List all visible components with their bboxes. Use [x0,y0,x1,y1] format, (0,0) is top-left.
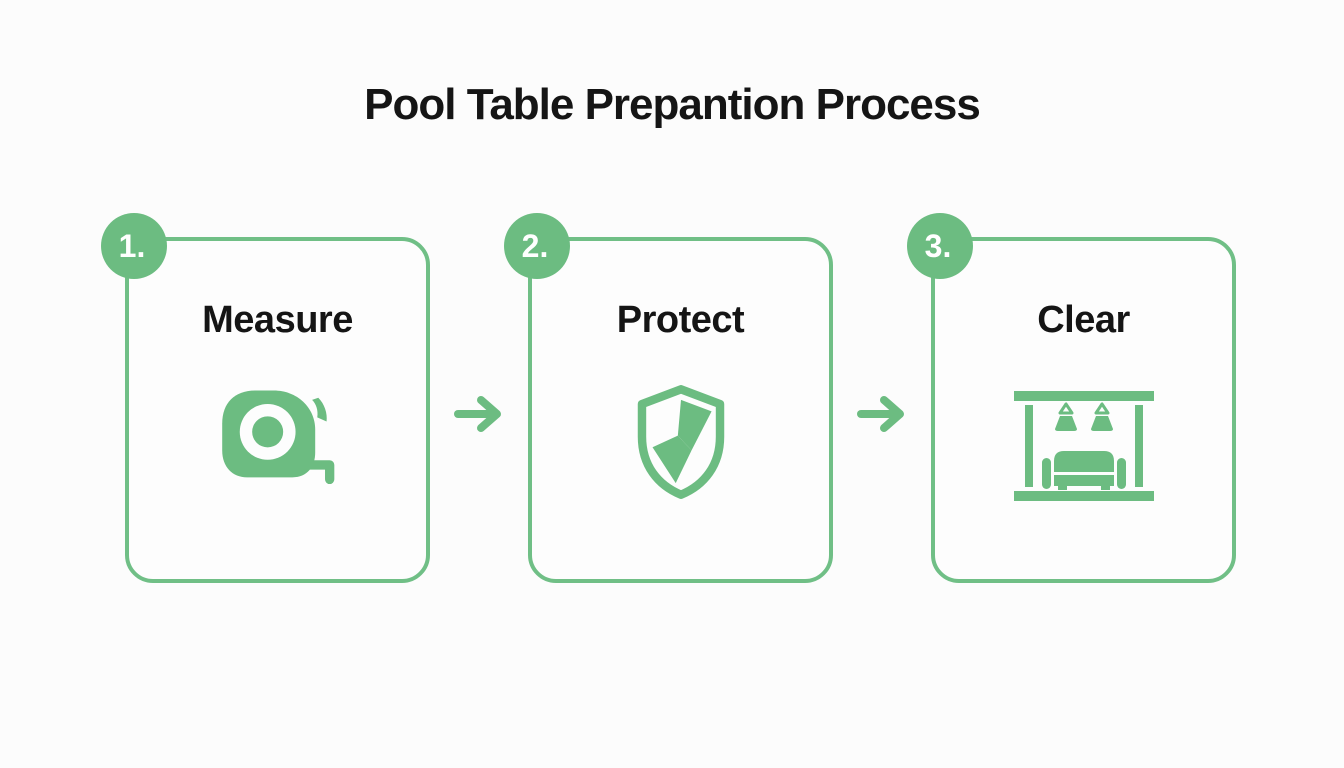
step-number-badge: 2. [504,213,570,279]
step-number-badge: 1. [101,213,167,279]
step-title: Clear [1037,299,1130,341]
step-title: Measure [202,299,353,341]
step-card-measure: 1. Measure [101,213,430,583]
process-flow: 1. Measure 2. Protect [101,213,1236,583]
step-card-protect: 2. Protect [504,213,833,583]
step-number-badge: 3. [907,213,973,279]
arrow-right-icon [430,237,528,439]
step-card-clear: 3. Clear [907,213,1236,583]
step-title: Protect [616,299,745,341]
tape-measure-icon [216,384,340,488]
sofa-room-icon [1013,384,1154,508]
page-title: Pool Table Prepantion Process [364,80,981,129]
arrow-right-icon [833,237,931,439]
shield-icon [627,384,735,500]
